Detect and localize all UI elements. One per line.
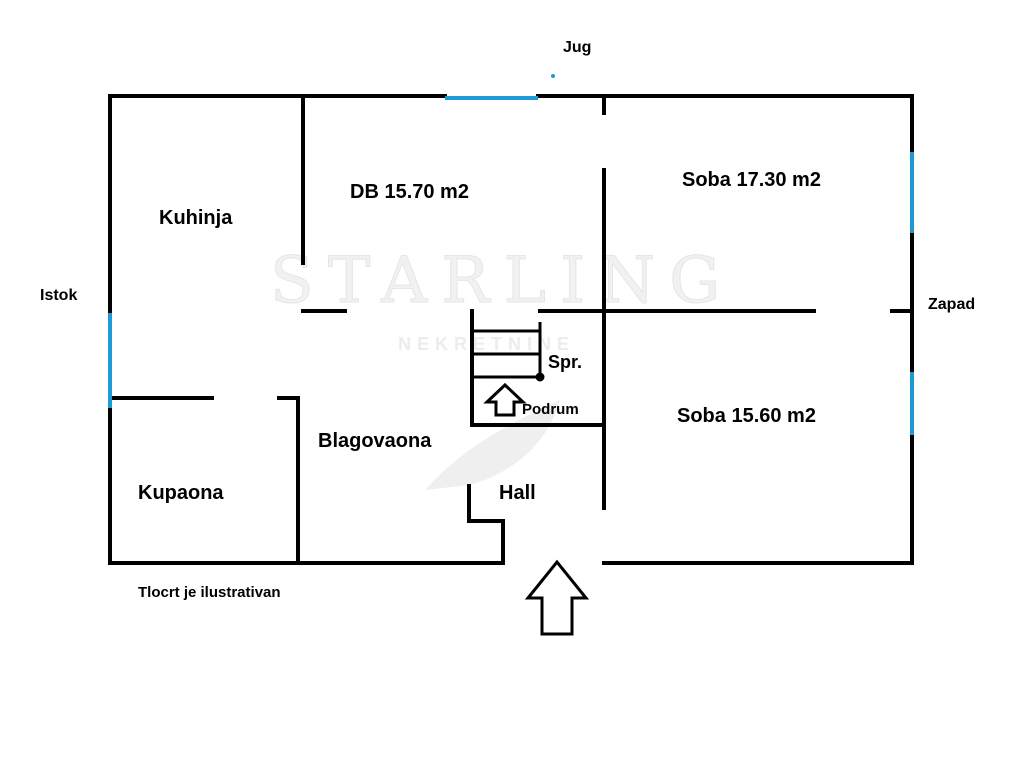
walls xyxy=(108,94,914,565)
compass-east: Istok xyxy=(40,287,77,304)
watermark-sub: NEKRETNINE xyxy=(398,334,575,354)
room-label-room1: Soba 17.30 m2 xyxy=(682,169,821,191)
illustrative-note: Tlocrt je ilustrativan xyxy=(138,584,281,601)
stairs xyxy=(472,322,545,382)
watermark-bird-shape xyxy=(425,400,560,490)
compass-west: Zapad xyxy=(928,296,975,313)
room-label-basement: Podrum xyxy=(522,401,579,418)
room-label-kitchen: Kuhinja xyxy=(159,207,233,229)
entrance-arrow-icon xyxy=(524,559,590,636)
room-label-hall: Hall xyxy=(499,482,536,504)
watermark: STARLING NEKRETNINE xyxy=(270,244,734,490)
room-label-storage: Spr. xyxy=(548,352,582,372)
basement-arrow-icon xyxy=(483,382,527,417)
room-label-bathroom: Kupaona xyxy=(138,482,224,504)
windows xyxy=(108,96,914,435)
room-label-room2: Soba 15.60 m2 xyxy=(677,405,816,427)
room-label-living: DB 15.70 m2 xyxy=(350,181,469,203)
room-label-dining: Blagovaona xyxy=(318,430,432,452)
watermark-main: STARLING xyxy=(270,244,734,318)
stair-marker xyxy=(535,372,545,382)
compass-south: Jug xyxy=(563,39,591,56)
compass-south-dot xyxy=(551,74,555,78)
